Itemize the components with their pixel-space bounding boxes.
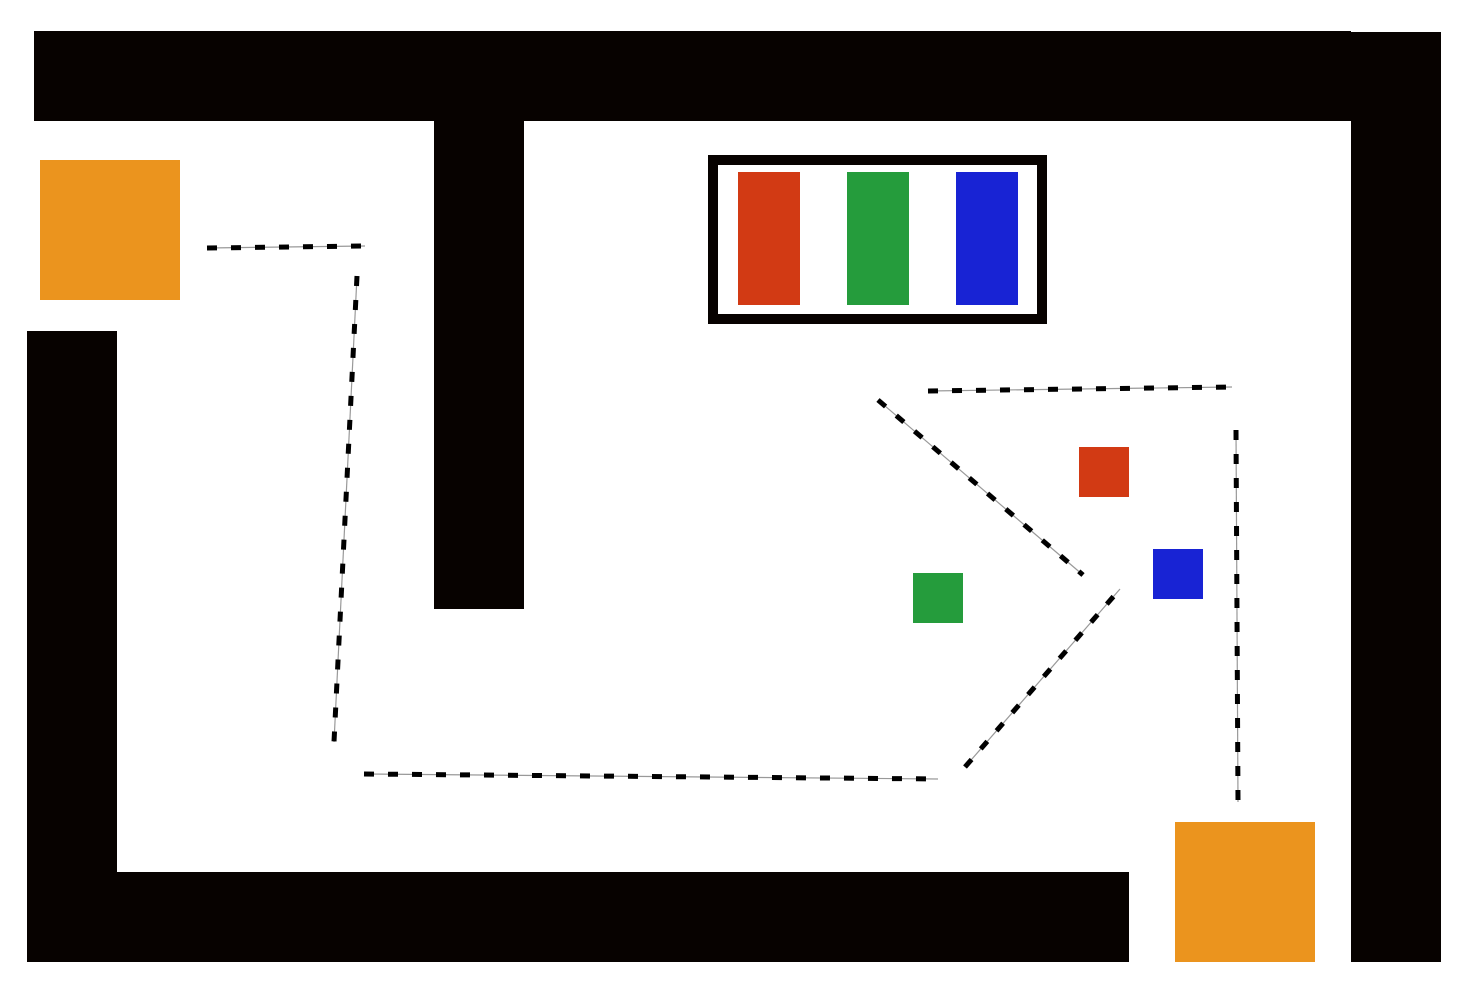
color-legend-box xyxy=(708,155,1047,324)
right-wall xyxy=(1351,32,1441,962)
legend-bar-blue xyxy=(956,172,1018,305)
path-dashes-5 xyxy=(876,398,1085,577)
blue-block xyxy=(1153,549,1203,599)
path-dashes-4 xyxy=(963,587,1122,769)
path-segment-5 xyxy=(877,399,1084,576)
left-wall xyxy=(27,331,117,962)
path-segment-2 xyxy=(333,275,358,743)
walls xyxy=(27,31,1441,962)
path-segment-3 xyxy=(363,773,939,780)
top-wall xyxy=(34,31,1351,121)
legend-bar-red xyxy=(738,172,800,305)
legend-bar-green xyxy=(847,172,909,305)
path-segment-7 xyxy=(1235,429,1239,803)
center-divider-wall xyxy=(434,121,524,609)
start-zone xyxy=(40,160,180,300)
dashed-paths xyxy=(206,243,1241,803)
bottom-wall xyxy=(27,872,1129,962)
path-dashes-6 xyxy=(927,384,1233,394)
path-dashes-1 xyxy=(206,243,366,251)
green-block xyxy=(913,573,963,623)
legend-frame xyxy=(708,155,1047,324)
red-block xyxy=(1079,447,1129,497)
goal-zone xyxy=(1175,822,1315,962)
path-dashes-2 xyxy=(331,275,360,743)
